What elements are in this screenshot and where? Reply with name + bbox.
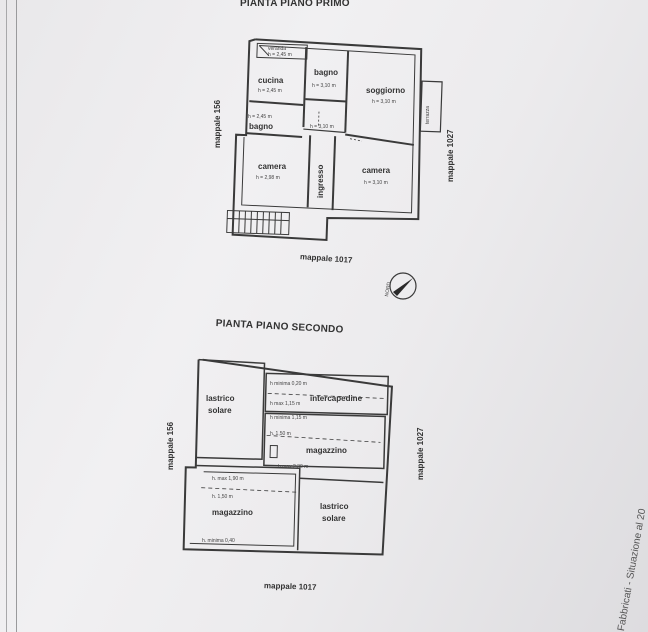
room-label-intercapedine: intercapedine [310, 394, 363, 403]
page-margin-line [6, 0, 7, 632]
plan1-title: PIANTA PIANO PRIMO [240, 0, 350, 9]
plan2-mappale-bottom: mappale 1017 [263, 581, 317, 592]
h-minima-magazzino-2: h. minima 0,40 [202, 538, 235, 544]
room-height-bagno-2: h = 2,45 m [248, 114, 272, 120]
room-label-lastrico-1: lastrico [206, 394, 235, 403]
h-magazzino-2: h. 1,50 m [212, 494, 233, 500]
h-magazzino-1: h. 1,50 m [270, 431, 291, 437]
room-label-camera-1: camera [258, 162, 287, 171]
room-height-soggiorno: h = 3,10 m [372, 99, 396, 105]
h-max-magazzino-2: h. max 1,90 m [212, 476, 244, 482]
room-label-magazzino-1: magazzino [306, 446, 347, 455]
room-label-terrazza: terrazza [425, 105, 431, 124]
h-minima-magazzino: h minima 1,15 m [270, 415, 307, 421]
plan2-walls [182, 358, 394, 556]
plan1-mappale-right: mappale 1027 [446, 129, 455, 182]
floor-plans-drawing [182, 38, 443, 556]
room-height-veranda: h = 2,45 m [268, 52, 292, 58]
plan2-mappale-right: mappale 1027 [416, 427, 425, 480]
room-height-camera-2: h = 3,10 m [364, 180, 388, 186]
h-max-intercapedine: h max 1,15 m [270, 401, 301, 407]
room-height-disimpegno: h = 3,10 m [310, 124, 334, 130]
plan1-walls [226, 38, 443, 241]
room-label-solare-2: solare [322, 514, 346, 523]
room-label-solare-1: solare [208, 406, 232, 415]
north-arrow-icon [389, 272, 417, 300]
room-label-lastrico-2: lastrico [320, 502, 349, 511]
h-max-magazzino-1: h max 2,30 m [278, 464, 309, 470]
room-height-camera-1: h = 2,98 m [256, 175, 280, 181]
room-label-magazzino-2: magazzino [212, 508, 253, 517]
room-label-cucina: cucina [258, 76, 284, 85]
room-label-ingresso: ingresso [316, 164, 325, 198]
room-height-bagno-1: h = 3,10 m [312, 83, 336, 89]
plan2-mappale-left: mappale 156 [166, 421, 175, 470]
room-label-soggiorno: soggiorno [366, 86, 406, 95]
room-label-bagno-1: bagno [314, 68, 338, 77]
h-minima-intercapedine: h minima 0,20 m [270, 381, 307, 387]
room-label-bagno-2: bagno [249, 122, 273, 131]
room-height-cucina: h = 2,45 m [258, 88, 282, 94]
plan1-mappale-left: mappale 156 [213, 99, 222, 148]
room-label-camera-2: camera [362, 166, 391, 175]
page-margin-frame [0, 0, 17, 632]
room-label-veranda: veranda [268, 46, 287, 52]
